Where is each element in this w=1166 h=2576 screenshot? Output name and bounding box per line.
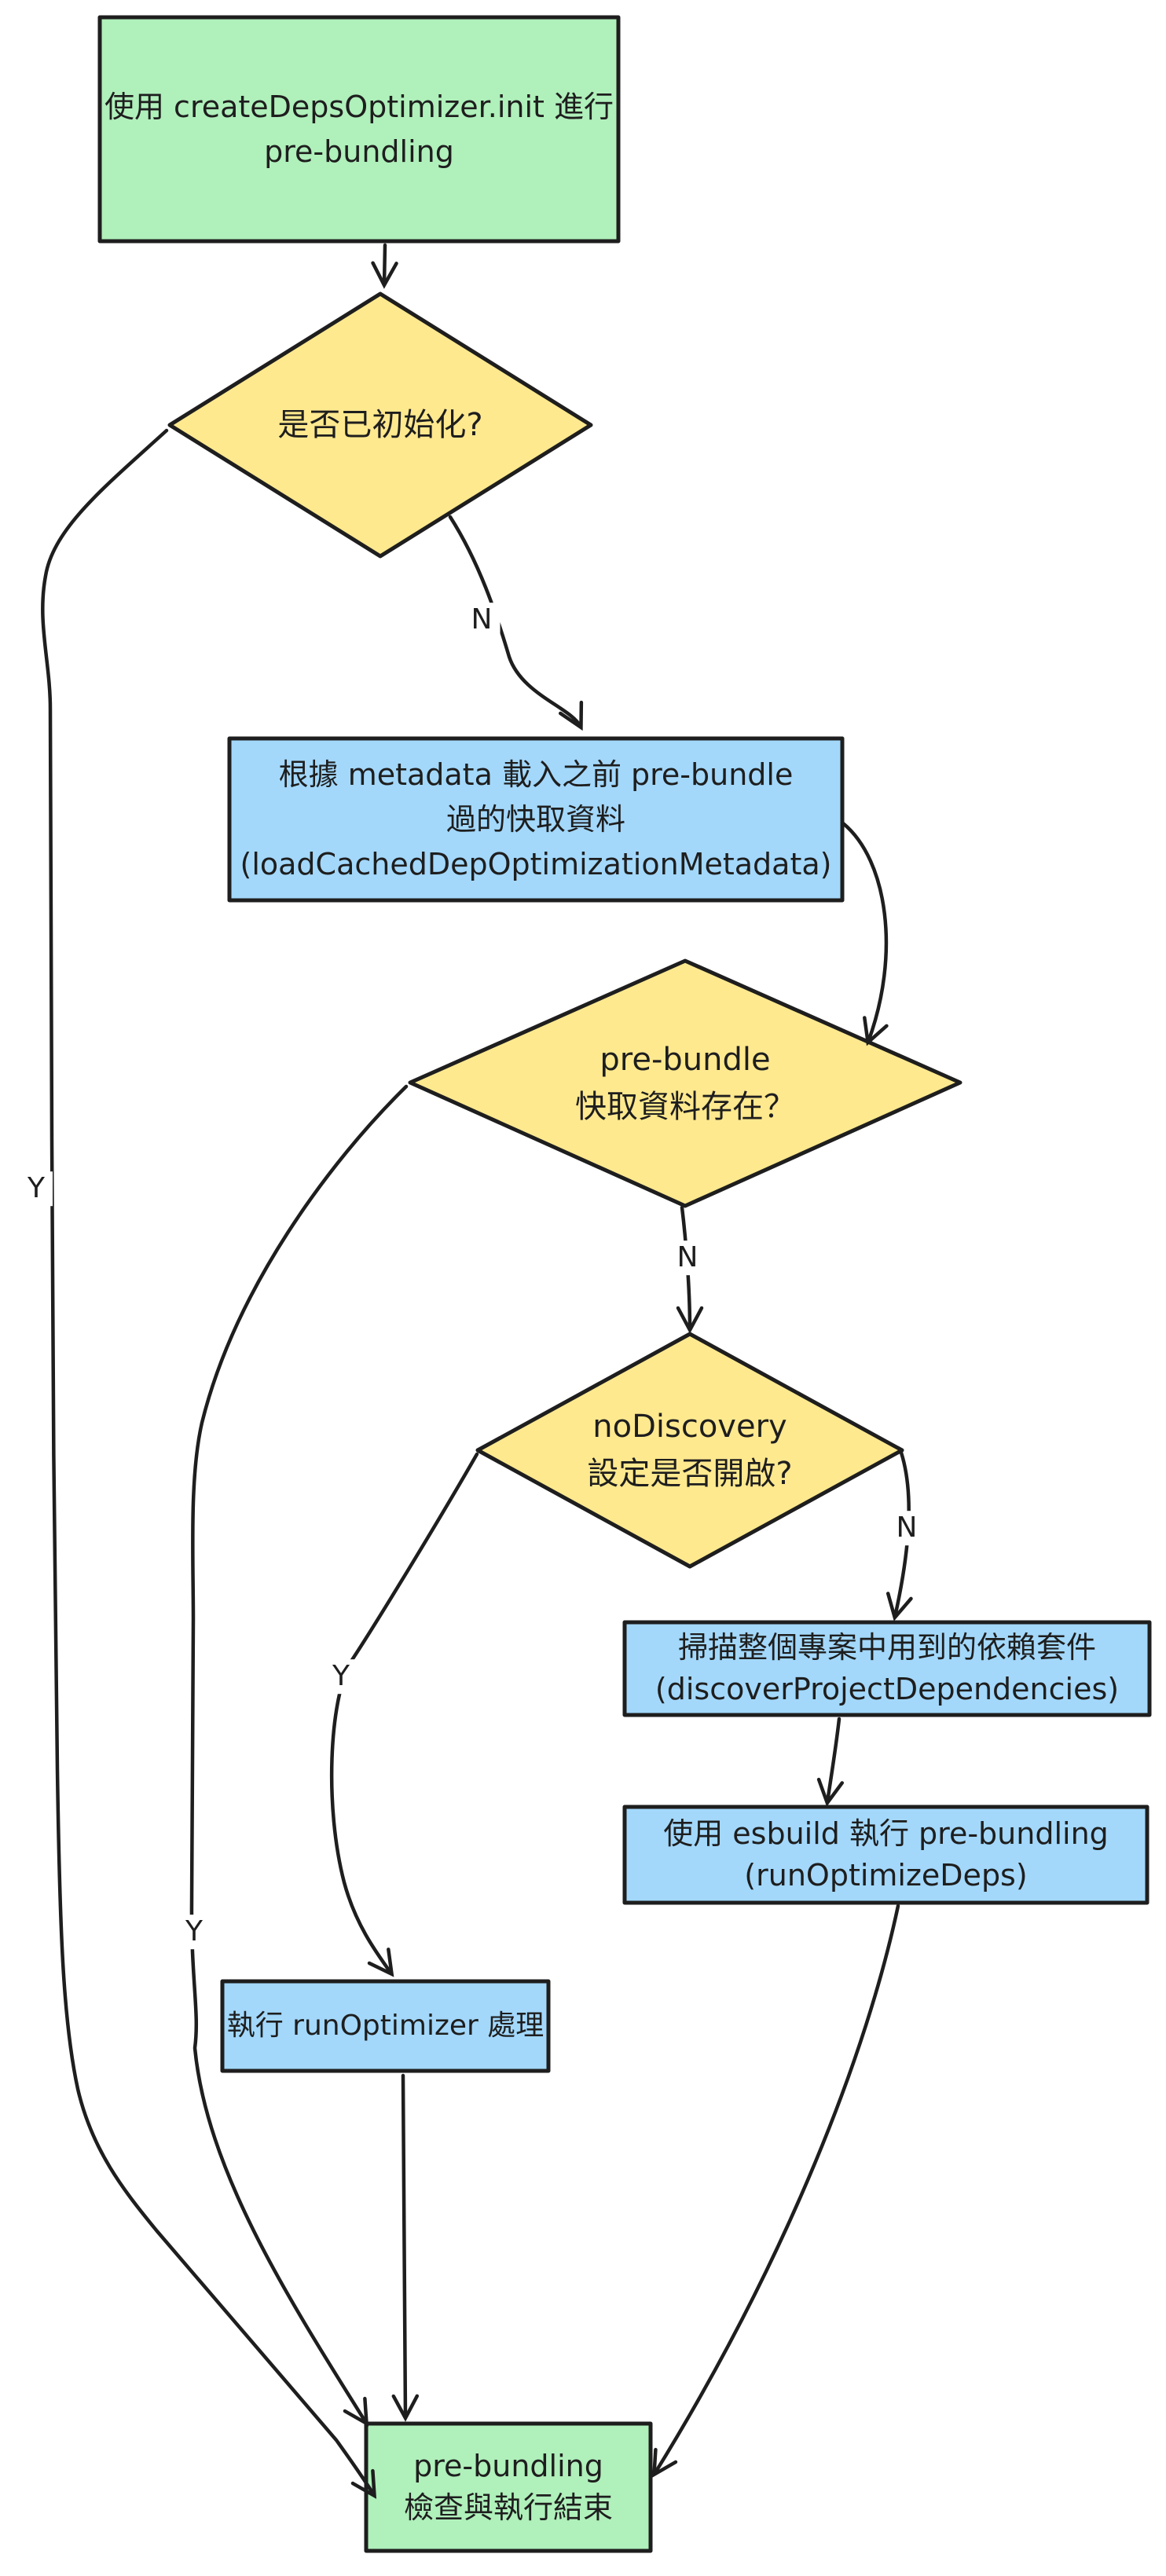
edge-start-to-initialized — [371, 243, 398, 289]
edge-load-cache-to-cache-exists — [841, 821, 889, 1046]
edge-scan-deps-to-esbuild — [816, 1717, 845, 1807]
edge-label-yes-no-discovery: Y — [324, 1659, 358, 1694]
end-node-label: pre-bundling 檢查與執行結束 — [403, 2448, 613, 2525]
start-node-shape — [97, 15, 621, 244]
edge-cache-exists-yes-to-end — [189, 1084, 409, 2427]
run-optimizer-node-shape — [220, 1979, 551, 2073]
cache-exists-decision-label: pre-bundle 快取資料存在？ — [575, 1042, 795, 1125]
start-node-label: 使用 createDepsOptimizer.init 進行 pre-bundl… — [104, 89, 614, 169]
no-discovery-decision-shape — [475, 1332, 904, 1569]
no-discovery-decision-label: noDiscovery 設定是否開啟? — [587, 1409, 793, 1492]
end-node-shape — [364, 2421, 653, 2553]
load-cache-node-shape — [227, 736, 845, 903]
edge-label-no-initialized: N — [463, 603, 500, 637]
esbuild-prebundle-node-shape — [622, 1805, 1150, 1905]
esbuild-prebundle-node-label: 使用 esbuild 執行 pre-bundling (runOptimizeD… — [663, 1816, 1109, 1893]
edge-no-discovery-yes-to-run-optimizer — [329, 1452, 479, 1977]
initialized-decision-shape — [167, 291, 593, 559]
edge-initialized-no-to-load-cache — [448, 515, 584, 731]
run-optimizer-node-label: 執行 runOptimizer 處理 — [226, 2010, 544, 2042]
initialized-decision-label: 是否已初始化? — [277, 407, 483, 443]
edge-run-optimizer-to-end — [391, 2073, 420, 2422]
scan-deps-node-shape — [622, 1620, 1152, 1717]
scan-deps-node-label: 掃描整個專案中用到的依賴套件 (discoverProjectDependenc… — [654, 1629, 1120, 1706]
edge-label-yes-cache-exists: Y — [178, 1915, 211, 1949]
load-cache-node-label: 根據 metadata 載入之前 pre-bundle 過的快取資料 (load… — [240, 757, 832, 881]
edge-label-no-no-discovery: N — [888, 1511, 926, 1545]
edge-esbuild-to-end — [651, 1904, 900, 2478]
edge-label-no-cache-exists: N — [669, 1240, 706, 1275]
edge-label-yes-initialized: Y — [20, 1171, 53, 1206]
edge-initialized-yes-to-end — [41, 428, 377, 2499]
